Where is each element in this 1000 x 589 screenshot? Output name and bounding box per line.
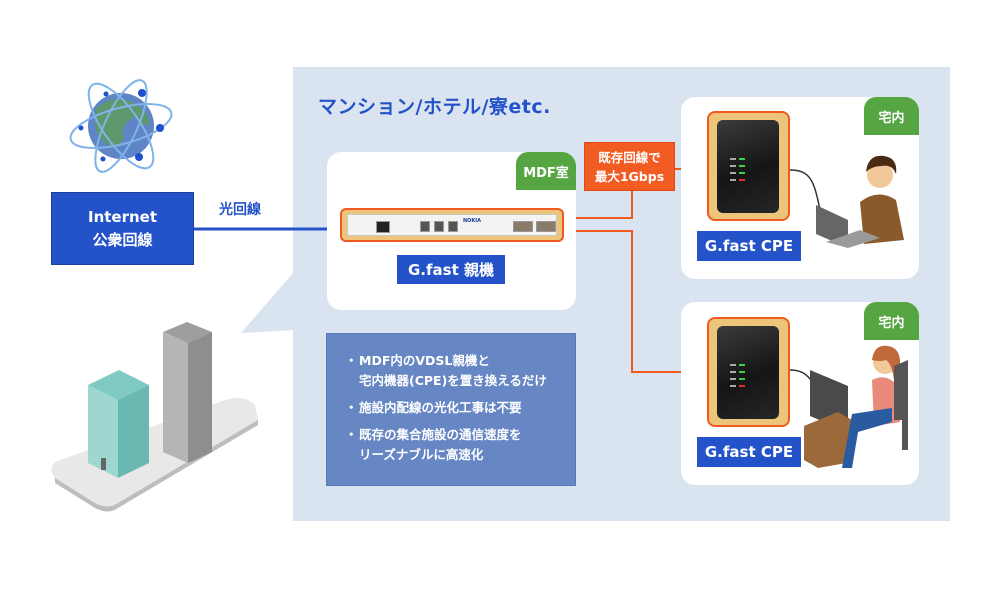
bullet-dot: ・	[345, 427, 358, 442]
speech-pointer	[241, 272, 294, 333]
home-tag: 宅内	[864, 97, 919, 135]
feature-text: リーズナブルに高速化	[359, 447, 484, 462]
ethernet-port-icon	[448, 221, 458, 232]
feature-item: ・ 既存の集合施設の通信速度をリーズナブルに高速化	[345, 425, 561, 465]
ethernet-port-icon	[420, 221, 430, 232]
ethernet-port-icon	[434, 221, 444, 232]
sfp-port-icon	[536, 221, 556, 232]
cpe-label-2: G.fast CPE	[697, 437, 801, 467]
feature-text: 既存の集合施設の通信速度を	[359, 427, 522, 442]
device-brand: NOKIA	[463, 218, 482, 224]
sfp-port-icon	[513, 221, 533, 232]
cpe-router-1	[707, 111, 790, 221]
home-tag: 宅内	[864, 302, 919, 340]
fiber-label: 光回線	[219, 202, 261, 218]
feature-text: 施設内配線の光化工事は不要	[359, 400, 522, 415]
router-icon	[717, 326, 779, 419]
bullet-dot: ・	[345, 400, 358, 415]
feature-list: ・ MDF内のVDSL親機と宅内機器(CPE)を置き換えるだけ ・ 施設内配線の…	[326, 333, 576, 486]
buildings-icon	[51, 322, 258, 512]
woman-with-monitor-icon	[790, 345, 908, 468]
internet-box: Internet 公衆回線	[51, 192, 194, 265]
feature-text: MDF内のVDSL親機と	[359, 353, 490, 368]
internet-label: Internet	[87, 207, 158, 226]
cpe-router-2	[707, 317, 790, 427]
feature-item: ・ MDF内のVDSL親機と宅内機器(CPE)を置き換えるだけ	[345, 351, 561, 391]
gfast-dpu-device: NOKIA	[340, 208, 564, 242]
public-line-label: 公衆回線	[92, 230, 153, 249]
gfast-master-label: G.fast 親機	[397, 255, 505, 284]
power-port-icon	[376, 221, 390, 233]
router-icon	[717, 120, 779, 213]
cpe-label-1: G.fast CPE	[697, 231, 801, 261]
speed-label-line1: 既存回線で	[598, 149, 661, 165]
mdf-room-tag: MDF室	[516, 152, 576, 190]
feature-text: 宅内機器(CPE)を置き換えるだけ	[359, 373, 547, 388]
panel-title: マンション/ホテル/寮etc.	[318, 96, 551, 118]
speed-label: 既存回線で 最大1Gbps	[584, 142, 675, 191]
man-with-laptop-icon	[790, 155, 904, 248]
speed-label-line2: 最大1Gbps	[594, 168, 665, 184]
bullet-dot: ・	[345, 353, 358, 368]
globe-icon	[69, 79, 173, 173]
feature-item: ・ 施設内配線の光化工事は不要	[345, 398, 561, 418]
